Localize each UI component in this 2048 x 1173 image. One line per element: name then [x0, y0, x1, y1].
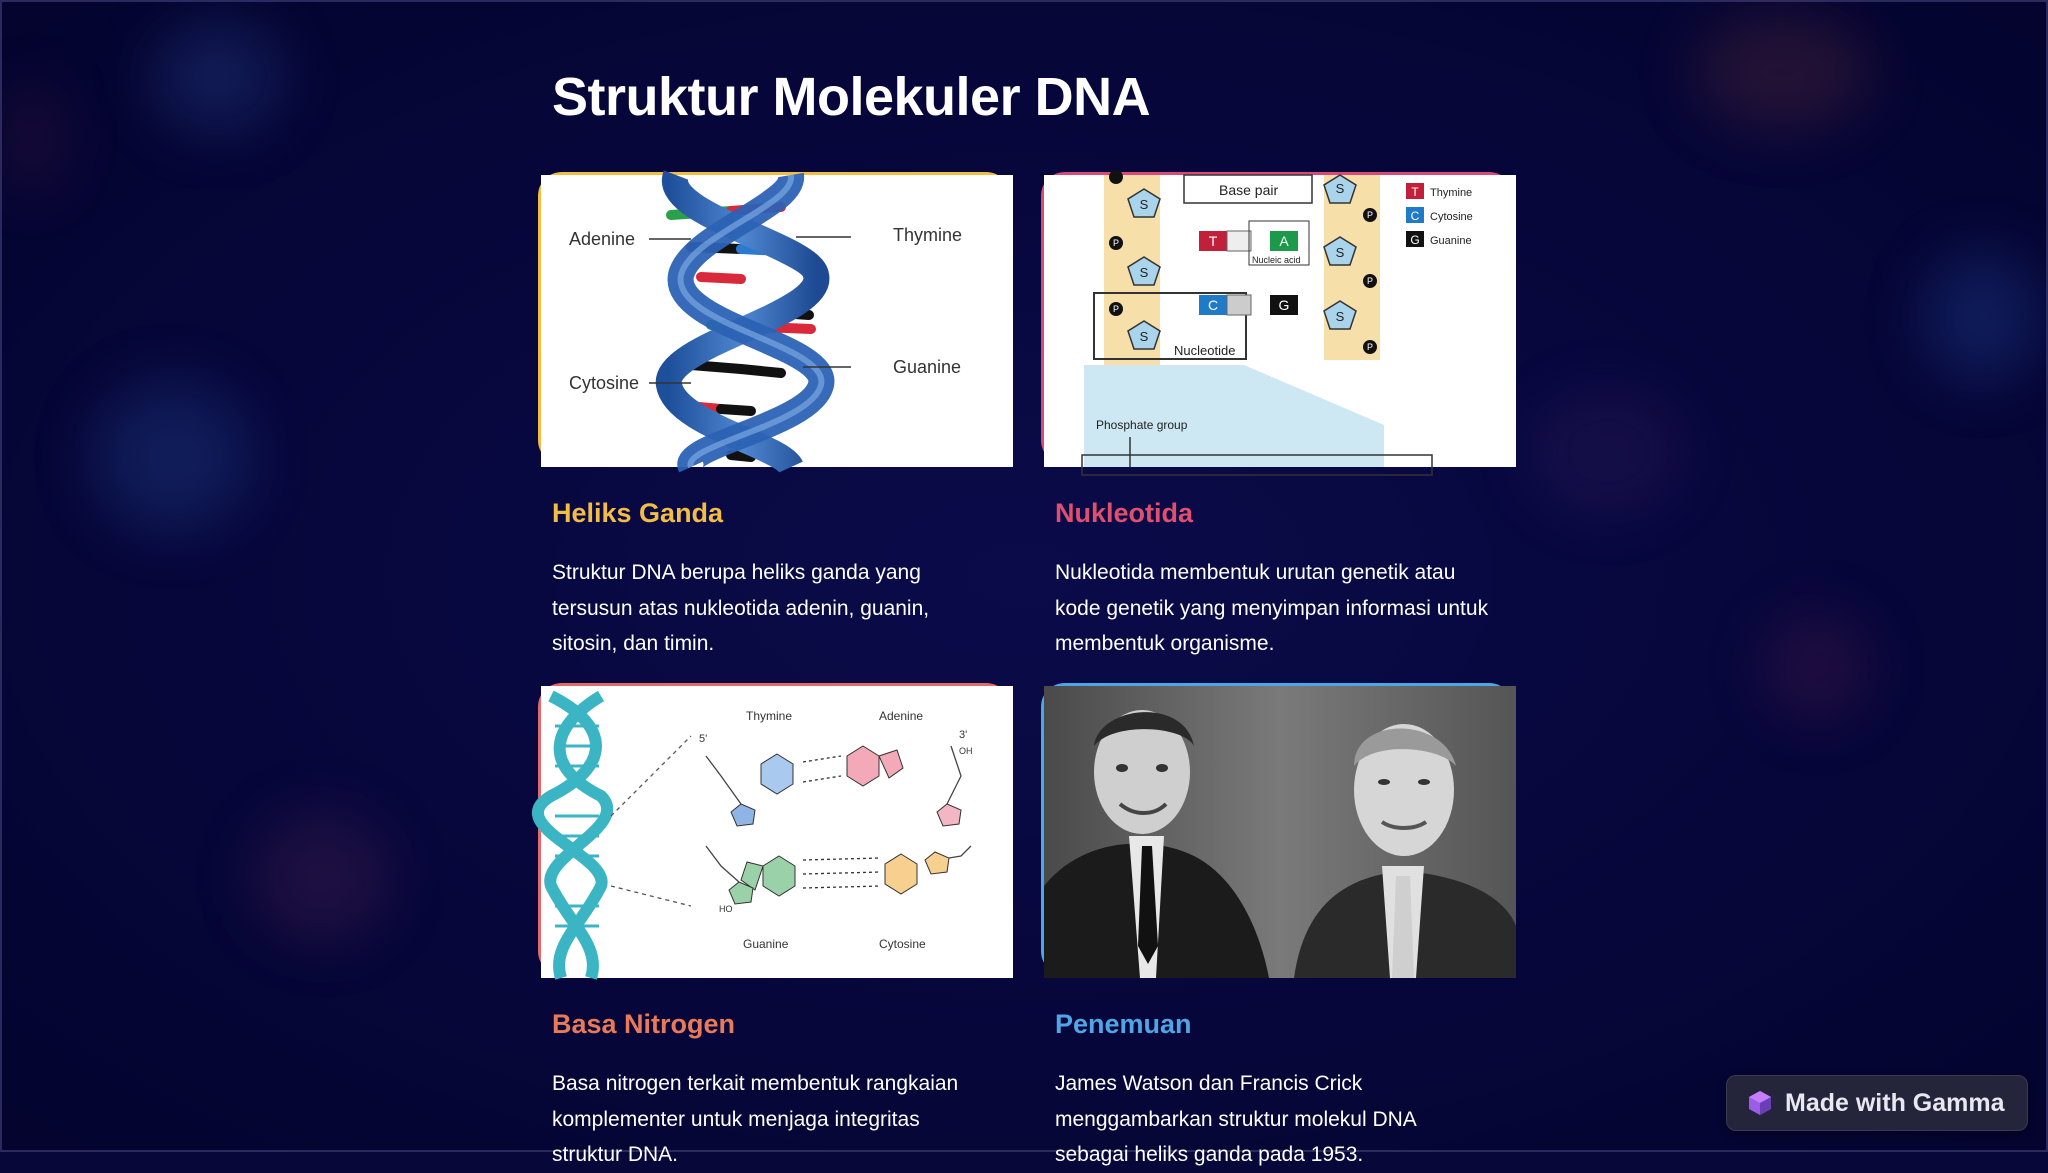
- svg-text:P: P: [1367, 210, 1373, 220]
- svg-text:A: A: [1279, 233, 1289, 249]
- page-title: Struktur Molekuler DNA: [552, 67, 1151, 127]
- svg-text:5': 5': [699, 733, 707, 745]
- svg-text:Base pair: Base pair: [1219, 182, 1278, 198]
- bokeh-light: [2, 82, 62, 192]
- svg-text:Nucleotide: Nucleotide: [1174, 343, 1235, 358]
- bokeh-light: [1762, 612, 1872, 722]
- bokeh-light: [1692, 12, 1872, 132]
- svg-text:OH: OH: [959, 746, 973, 756]
- made-with-gamma-button[interactable]: Made with Gamma: [1726, 1075, 2028, 1131]
- bokeh-light: [1532, 392, 1682, 512]
- svg-text:C: C: [1208, 297, 1218, 313]
- made-with-gamma-label: Made with Gamma: [1785, 1088, 2005, 1117]
- svg-text:P: P: [1367, 342, 1373, 352]
- svg-text:S: S: [1336, 309, 1345, 324]
- gamma-logo-icon: [1749, 1091, 1771, 1115]
- svg-text:3': 3': [959, 729, 967, 741]
- card-text-basa-nitrogen: Basa nitrogen terkait membentuk rangkaia…: [552, 1072, 959, 1166]
- svg-text:Adenine: Adenine: [879, 709, 923, 723]
- svg-text:S: S: [1336, 181, 1345, 196]
- card-text-heliks-ganda: Struktur DNA berupa heliks ganda yang te…: [552, 561, 930, 655]
- svg-text:HO: HO: [719, 904, 733, 914]
- svg-text:Thymine: Thymine: [1430, 187, 1472, 199]
- card-title-heliks-ganda: Heliks Ganda: [552, 498, 724, 528]
- nucleotide-image: Base pair S S S S S S: [1041, 170, 1516, 476]
- svg-text:T: T: [1209, 233, 1218, 249]
- svg-text:S: S: [1336, 245, 1345, 260]
- bokeh-light: [252, 812, 392, 942]
- svg-text:P: P: [1113, 304, 1119, 314]
- svg-text:Cytosine: Cytosine: [879, 937, 926, 951]
- bokeh-light: [1922, 252, 2042, 382]
- svg-text:S: S: [1140, 265, 1149, 280]
- svg-text:Nucleic acid: Nucleic acid: [1252, 255, 1301, 265]
- card-title-basa-nitrogen: Basa Nitrogen: [552, 1009, 736, 1039]
- dna-double-helix-icon: Adenine Thymine Cytosine Guanine: [541, 170, 1013, 476]
- svg-text:S: S: [1140, 197, 1149, 212]
- bokeh-light: [152, 22, 282, 132]
- nucleotide-diagram-icon: Base pair S S S S S S: [1044, 170, 1516, 476]
- card-text-penemuan: James Watson dan Francis Crick menggamba…: [1055, 1072, 1416, 1166]
- watson-crick-photo-icon: [1044, 686, 1516, 978]
- svg-text:G: G: [1279, 297, 1290, 313]
- bokeh-light: [92, 382, 252, 532]
- svg-text:Phosphate group: Phosphate group: [1096, 418, 1188, 432]
- svg-text:P: P: [1367, 276, 1373, 286]
- card-title-penemuan: Penemuan: [1055, 1009, 1192, 1039]
- nitrogen-base-pairing-icon: Thymine Adenine Guanine Cytosine 5' 3' O…: [532, 686, 1013, 980]
- double-helix-image: Adenine Thymine Cytosine Guanine: [538, 170, 1013, 476]
- svg-text:Thymine: Thymine: [893, 225, 962, 245]
- svg-text:Adenine: Adenine: [569, 229, 635, 249]
- watson-crick-image: [1041, 683, 1516, 978]
- card-text-nukleotida: Nukleotida membentuk urutan genetik atau…: [1055, 561, 1489, 655]
- card-title-nukleotida: Nukleotida: [1055, 498, 1194, 528]
- svg-text:C: C: [1411, 209, 1420, 223]
- svg-text:Cytosine: Cytosine: [1430, 211, 1473, 223]
- svg-text:T: T: [1411, 185, 1419, 199]
- svg-text:Guanine: Guanine: [893, 357, 961, 377]
- svg-text:P: P: [1113, 238, 1119, 248]
- svg-text:Thymine: Thymine: [746, 709, 792, 723]
- svg-text:S: S: [1140, 329, 1149, 344]
- nitrogen-base-image: Thymine Adenine Guanine Cytosine 5' 3' O…: [532, 683, 1013, 980]
- svg-text:Cytosine: Cytosine: [569, 373, 639, 393]
- svg-text:Guanine: Guanine: [1430, 235, 1472, 247]
- svg-text:G: G: [1410, 233, 1419, 247]
- svg-text:Guanine: Guanine: [743, 937, 789, 951]
